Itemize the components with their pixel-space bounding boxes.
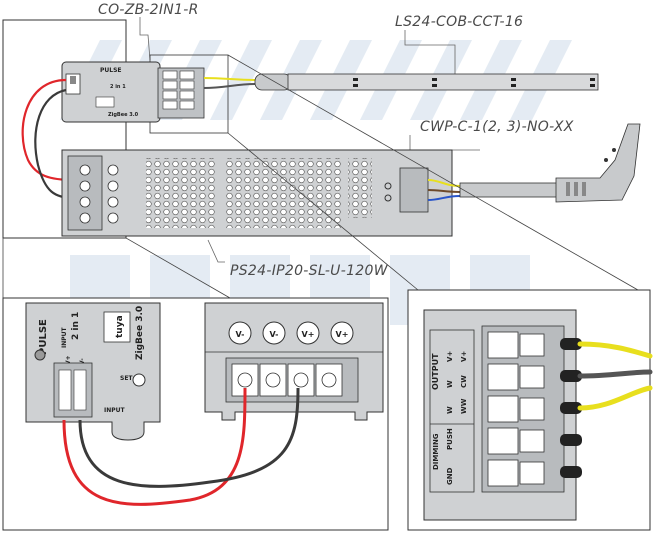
controller-label: CO-ZB-2IN1-R <box>98 2 199 18</box>
psu-terminal-detail: V- V- V+ V+ <box>204 302 384 421</box>
pin-right-3: WW <box>460 398 468 414</box>
pin-right-1: V+ <box>460 351 468 362</box>
tuya-logo <box>103 311 131 343</box>
detail-connectors <box>2 54 639 299</box>
terminal-label-1: V- <box>236 330 245 339</box>
pin-left-2: W <box>446 380 454 388</box>
dimming-label: DIMMING <box>432 433 440 470</box>
controller-protocol-small: ZigBee 3.0 <box>108 112 139 118</box>
overview-frame-left <box>2 19 127 239</box>
strip-wires-top <box>203 77 256 89</box>
gnd-label: GND <box>446 467 454 485</box>
tuya-logo-text: tuya <box>115 315 125 338</box>
psu-label: PS24-IP20-SL-U-120W <box>230 263 389 279</box>
input-label-top: INPUT <box>61 326 68 348</box>
controller-mode: 2 in 1 <box>71 312 81 340</box>
set-label: SET <box>120 375 133 382</box>
power-wires-top <box>21 78 75 200</box>
controller-mode-small: 2 in 1 <box>110 84 126 90</box>
vplus-label: V+ <box>65 355 72 365</box>
cable-label: CWP-C-1(2, 3)-NO-XX <box>420 119 574 135</box>
pin-left-1: V+ <box>446 351 454 362</box>
input-label-bottom: INPUT <box>104 407 126 414</box>
psu-overview <box>61 149 453 237</box>
controller-detail: PULSE 2 in 1 tuya ZigBee 3.0 INPUT V+ V-… <box>25 302 161 441</box>
controller-overview: PULSE 2 in 1 ZigBee 3.0 <box>61 61 205 123</box>
vminus-label: V- <box>79 358 86 365</box>
controller-brand-small: PULSE <box>100 67 122 74</box>
controller-protocol: ZigBee 3.0 <box>135 306 145 360</box>
terminal-label-4: V+ <box>336 330 349 339</box>
controller-output-detail: OUTPUT V+ W W V+ CW WW DIMMING PUSH GND <box>423 309 582 521</box>
controller-brand: PULSE <box>38 319 49 355</box>
push-label: PUSH <box>446 428 454 450</box>
output-wires-detail <box>577 341 653 411</box>
pin-right-2: CW <box>460 375 468 388</box>
mains-cable <box>427 123 641 203</box>
terminal-label-3: V+ <box>302 330 315 339</box>
strip-label: LS24-COB-CCT-16 <box>395 14 523 30</box>
tuya-logo-small <box>95 96 115 108</box>
led-strip <box>254 73 599 91</box>
output-label: OUTPUT <box>431 353 440 390</box>
pin-left-3: W <box>446 406 454 414</box>
detail-wires <box>62 387 300 506</box>
terminal-label-2: V- <box>270 330 279 339</box>
